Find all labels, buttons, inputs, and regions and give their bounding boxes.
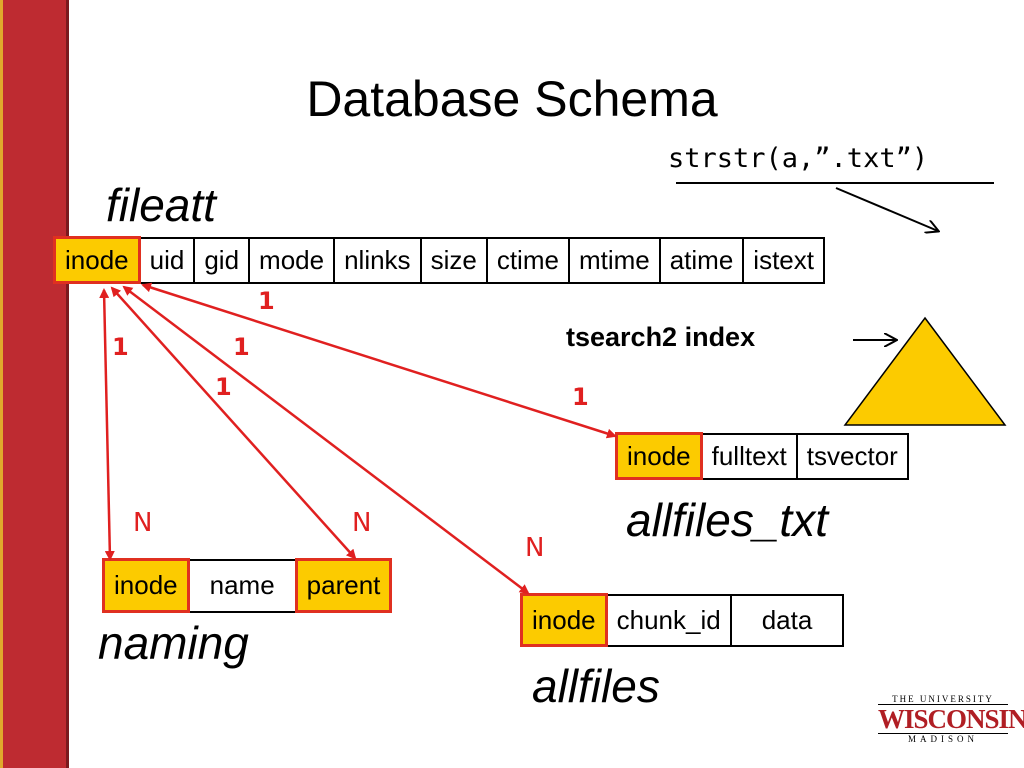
slide-title: Database Schema [0,70,1024,128]
sidebar-edge [66,0,69,768]
allfiles-txt-col-tsvector: tsvector [795,432,909,480]
fileatt-col-istext: istext [742,236,825,284]
table-name-naming: naming [98,617,249,669]
slide-title-text: Database Schema [306,71,718,127]
allfiles-txt-col-fulltext: fulltext [700,432,798,480]
fileatt-col-gid: gid [193,236,251,284]
cardinality-many: N [133,508,153,538]
table-fileatt: inode uid gid mode nlinks size ctime mti… [53,236,825,284]
table-name-fileatt: fileatt [106,179,216,231]
query-arrow [835,187,938,231]
sidebar-stripe [0,0,68,768]
logo-line-wisconsin: WISCONSIN [878,704,1024,734]
table-name-allfiles-txt: allfiles_txt [626,494,828,546]
allfiles-col-chunk-id: chunk_id [605,593,732,647]
table-name-allfiles: allfiles [532,660,660,712]
fileatt-col-atime: atime [658,236,745,284]
university-logo: THE UNIVERSITY WISCONSIN MADISON [878,694,1024,744]
allfiles-col-data: data [729,593,845,647]
table-allfiles-txt: inode fulltext tsvector [615,432,909,480]
logo-wordmark: WISCONSIN [878,704,1024,734]
allfiles-col-inode: inode [520,593,608,647]
cardinality-one: 1 [215,373,232,401]
cardinality-many: N [352,508,372,538]
cardinality-one: 1 [112,333,129,361]
cardinality-one: 1 [572,383,589,411]
fileatt-col-mtime: mtime [567,236,661,284]
fileatt-col-uid: uid [138,236,196,284]
fileatt-col-inode: inode [53,236,141,284]
fileatt-col-ctime: ctime [485,236,570,284]
cardinality-many: N [525,533,545,563]
link-fileatt-naming-inode [99,288,115,561]
fileatt-col-mode: mode [248,236,336,284]
table-allfiles: inode chunk_id data [520,593,845,647]
logo-line-madison: MADISON [907,734,978,744]
allfiles-txt-col-inode: inode [615,432,703,480]
tsearch-index-triangle [843,316,1007,426]
logo-line-university: THE UNIVERSITY [892,694,994,704]
link-fileatt-allfiles-txt [141,282,617,439]
cardinality-one: 1 [233,333,250,361]
fileatt-col-nlinks: nlinks [333,236,422,284]
fileatt-col-size: size [419,236,488,284]
link-fileatt-allfiles [122,285,530,595]
cardinality-one: 1 [258,287,275,315]
query-label: strstr(a,”.txt”) [668,143,929,174]
